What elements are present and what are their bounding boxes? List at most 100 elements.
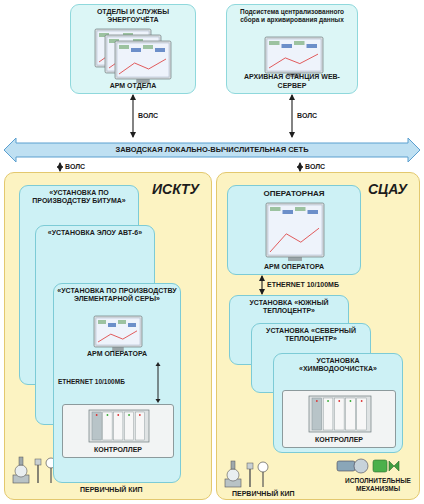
- module-led: [350, 400, 352, 402]
- unit-card: УСТАНОВКА «ХИМВОДООЧИСТКА» КОНТРОЛЛЕР: [273, 353, 403, 453]
- node-text: АРМ ОПЕРАТОРА: [57, 350, 177, 358]
- node-title: «УСТАНОВКА ПО ПРОИЗВОДСТВУ ЭЛЕМЕНТАРНОЙ …: [57, 287, 177, 304]
- controller-rack: [89, 410, 149, 442]
- controller-module: [346, 398, 356, 430]
- caption-label: ПЕРВИЧНЫЙ КИП: [232, 490, 295, 498]
- node-text: АРМ ОТДЕЛА: [74, 82, 192, 90]
- node-title: ОТДЕЛЫ И СЛУЖБЫ ЭНЕРГОУЧЁТА: [74, 8, 192, 25]
- node-title: СЦАУ: [368, 181, 407, 198]
- monitor-frame: [266, 203, 324, 257]
- controller-module: [135, 412, 144, 440]
- flow-meter: [19, 457, 23, 465]
- node-text: ETHERNET 10/100МБ: [58, 378, 125, 386]
- edge-label: ВОЛС: [305, 163, 325, 171]
- module-led: [316, 400, 318, 402]
- network-arrow: [4, 138, 420, 162]
- module-led: [96, 414, 98, 416]
- module-led: [327, 400, 329, 402]
- thermometer: [249, 469, 250, 487]
- node-title: УСТАНОВКА «ЮЖНЫЙ ТЕПЛОЦЕНТР»: [233, 299, 345, 316]
- controller-module: [92, 412, 101, 440]
- screen-element: [294, 41, 305, 45]
- screen-chart: [269, 54, 318, 68]
- iskt-panel: ИСКТУ «УСТАНОВКА ПО ПРОИЗВОДСТВУ БИТУМА» «…: [4, 172, 212, 500]
- screen-element: [283, 210, 294, 214]
- screen-element: [119, 45, 129, 49]
- archive-box: Подсистема централизованного сбора и арх…: [226, 4, 358, 94]
- flow-meter: [227, 469, 239, 481]
- node-title: ИСКТУ: [152, 181, 199, 198]
- pressure-gauge: [262, 471, 263, 487]
- edge-label: ВОЛС: [65, 163, 85, 171]
- screen-element: [308, 210, 319, 214]
- module-led: [338, 400, 340, 402]
- screen-element: [307, 44, 318, 48]
- connector: [291, 95, 292, 137]
- node-title: «УСТАНОВКА ЭЛОУ АВТ-6»: [39, 229, 151, 237]
- screen-element: [143, 45, 153, 49]
- scau-panel: СЦАУ ОПЕРАТОРНАЯАРМ ОПЕРАТОРА УСТАНОВКА «Ю…: [216, 172, 420, 500]
- arrow-head: [156, 362, 161, 366]
- thermometer: [247, 463, 253, 469]
- department-box: ОТДЕЛЫ И СЛУЖБЫ ЭНЕРГОУЧЁТА АРМ ОТДЕЛА: [70, 4, 196, 94]
- controller-module: [312, 398, 322, 430]
- pressure-gauge: [258, 462, 268, 472]
- monitor-screen: [268, 205, 322, 255]
- node-title: УСТАНОВКА «СЕВЕРНЫЙ ТЕПЛОЦЕНТР»: [255, 327, 367, 344]
- monitor-screen: [96, 318, 140, 345]
- connector: [299, 163, 300, 171]
- screen-chart: [270, 228, 319, 252]
- monitor-stand: [288, 257, 302, 261]
- arrow-head: [156, 399, 161, 403]
- monitor-screen: [117, 43, 169, 77]
- flow-meter: [15, 465, 27, 477]
- screen-element: [108, 323, 116, 327]
- controller-module: [103, 412, 112, 440]
- node-text: АРМ ОПЕРАТОРА: [231, 263, 357, 271]
- caption-label: ПЕРВИЧНЫЙ КИП: [80, 486, 143, 494]
- pressure-gauge: [50, 467, 51, 483]
- screen-element: [270, 207, 281, 211]
- controller-rack: [309, 396, 371, 432]
- screen-element: [131, 48, 141, 52]
- monitor-frame: [265, 37, 323, 73]
- node-title: ЗАВОДСКАЯ ЛОКАЛЬНО-ВЫЧИСЛИТЕЛЬНАЯ СЕТЬ: [7, 145, 417, 154]
- node-title: УСТАНОВКА «ХИМВОДООЧИСТКА»: [277, 357, 399, 374]
- screen-chart: [119, 59, 166, 74]
- controller-module: [114, 412, 123, 440]
- module-led: [361, 400, 363, 402]
- connector: [59, 163, 60, 171]
- module-led: [139, 414, 141, 416]
- node-text: АРХИВНАЯ СТАНЦИЯ WEB-СЕРВЕР: [230, 73, 354, 90]
- controller-module: [124, 412, 133, 440]
- controller-module: [323, 398, 333, 430]
- flow-meter: [231, 461, 235, 469]
- screen-element: [155, 48, 165, 52]
- screen-element: [282, 44, 293, 48]
- node-title: Подсистема централизованного сбора и арх…: [230, 8, 354, 24]
- monitor-screen: [267, 39, 321, 71]
- thermometer: [37, 465, 38, 483]
- edge-label: ETHERNET 10/100МБ: [267, 281, 339, 289]
- node-title: «УСТАНОВКА ПО ПРОИЗВОДСТВУ БИТУМА»: [23, 189, 135, 206]
- ethernet-line: [158, 365, 159, 400]
- connector: [132, 95, 133, 137]
- screen-element: [295, 207, 306, 211]
- edge-label: ВОЛС: [297, 112, 317, 120]
- valve-actuator: [373, 460, 387, 472]
- controller-module: [334, 398, 344, 430]
- monitor-frame: [115, 41, 171, 79]
- controller-module: [357, 398, 367, 430]
- monitor-frame: [94, 316, 142, 347]
- network-band: ЗАВОДСКАЯ ЛОКАЛЬНО-ВЫЧИСЛИТЕЛЬНАЯ СЕТЬ: [4, 138, 420, 162]
- caption-label: ИСПОЛНИТЕЛЬНЫЕ МЕХАНИЗМЫ: [340, 477, 416, 493]
- screen-element: [98, 320, 106, 324]
- module-led: [107, 414, 109, 416]
- operator-room: ОПЕРАТОРНАЯАРМ ОПЕРАТОРА: [227, 185, 361, 275]
- module-led: [117, 414, 119, 416]
- thermometer: [35, 459, 41, 465]
- unit-card: «УСТАНОВКА ПО ПРОИЗВОДСТВУ ЭЛЕМЕНТАРНОЙ …: [53, 283, 181, 483]
- screen-element: [118, 320, 126, 324]
- module-led: [128, 414, 130, 416]
- node-title: КОНТРОЛЛЕР: [286, 436, 392, 444]
